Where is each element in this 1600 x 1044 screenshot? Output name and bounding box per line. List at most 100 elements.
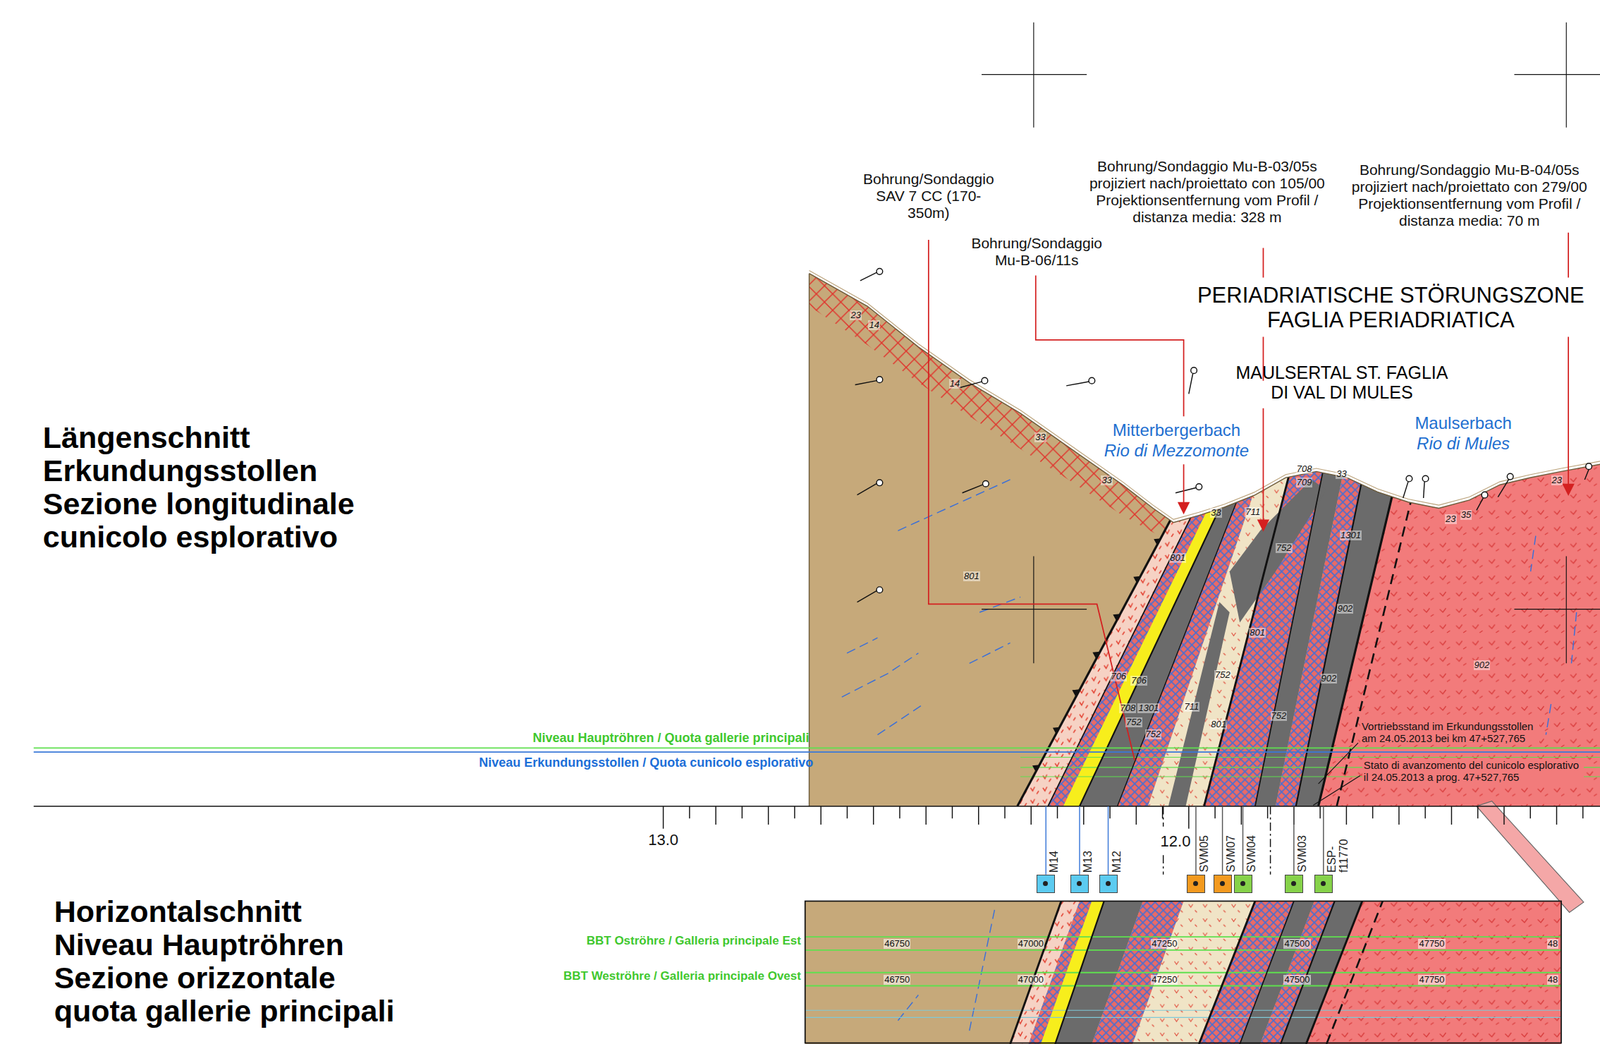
unit-number: 23 [1444,514,1457,524]
longitudinal-section [841,479,1577,735]
longitudinal-section [1229,479,1327,623]
borehole-name: M12 [1110,850,1123,873]
section-heading: Horizontalschnitt Niveau Hauptröhren Sez… [54,894,398,1028]
chainage-number: 46750 [883,974,911,985]
borehole-label: Bohrung/Sondaggio Mu-B-06/11s [966,234,1108,269]
borehole-marker: SVM04 [1234,874,1253,893]
unit-number: 709 [1296,477,1314,488]
borehole-dot [1240,880,1246,886]
dip-symbols [1481,491,1488,498]
borehole-marker: ESP- f11770 [1314,874,1333,893]
dip-symbols [1195,483,1203,491]
horizontal-section [805,936,1562,986]
borehole-arrows [1257,518,1270,531]
horizontal-section [805,900,1562,1044]
horizontal-section [1239,900,1294,1044]
borehole-name: SVM03 [1296,834,1309,872]
dip-symbols [876,376,883,383]
unit-number: 711 [1244,507,1261,517]
unit-number: 23 [849,310,861,321]
dip-symbols [876,267,883,275]
chainage-number: 47500 [1283,974,1311,985]
horizontal-section [897,908,995,1031]
unit-number: 1301 [1339,530,1362,541]
borehole-name: M14 [1047,850,1060,873]
borehole-marker: SVM03 [1284,874,1304,893]
stream-name: Rio di Mezzomonte [1104,440,1249,461]
borehole-leaders [928,239,1135,761]
chainage-axis [33,805,1600,829]
longitudinal-section [1079,428,1258,806]
advance-note: Stato di avanzomento del cunicolo esplor… [1362,758,1584,783]
borehole-dot [1042,880,1048,886]
borehole-leaders [1183,232,1569,521]
chainage-number: 46750 [883,938,911,949]
borehole-label: Bohrung/Sondaggio Mu-B-03/05s projiziert… [1085,157,1329,226]
level-label: Niveau Hauptröhren / Quota gallerie prin… [532,730,809,746]
level-lines [33,750,1600,753]
borehole-stems [1045,805,1108,875]
borehole-marker: SVM05 [1186,874,1206,893]
borehole-dot [1193,880,1199,886]
tube-label: BBT Weströhre / Galleria principale Oves… [563,968,802,983]
advance-leaders [1313,742,1361,805]
unit-number: 902 [1320,673,1338,684]
level-lines [33,747,1600,752]
longitudinal-section [841,479,1577,735]
borehole-name: SVM05 [1198,834,1211,872]
longitudinal-section [1117,428,1266,806]
chainage-number: 47000 [1017,974,1045,985]
section-heading: Längenschnitt Erkundungsstollen Sezione … [43,420,368,554]
horizontal-section [1326,900,1383,1044]
longitudinal-section [1168,602,1230,806]
borehole-name: SVM07 [1224,834,1237,872]
stream-name: Mitterbergerbach [1112,420,1241,441]
unit-number: 33 [1034,432,1046,443]
longitudinal-section [1047,428,1235,806]
unit-number: 33 [1100,475,1113,486]
fault-name: MAULSERTAL ST. FAGLIA DI VAL DI MULES [1234,362,1450,402]
unit-number: 801 [1210,719,1227,730]
longitudinal-section [1204,428,1302,806]
crosshairs [981,22,1600,128]
unit-number: 752 [1275,542,1293,553]
unit-number: 14 [868,320,880,331]
stream-name: Maulserbach [1414,413,1512,433]
unit-number: 35 [1460,509,1472,520]
dip-symbols [1191,367,1198,374]
unit-number: 708 [1119,703,1137,713]
borehole-arrows [1177,502,1190,515]
crosshairs [981,22,1600,128]
borehole-label: Bohrung/Sondaggio Mu-B-04/05s projiziert… [1347,161,1591,230]
fault-zone-title: PERIADRIATISCHE STÖRUNGSZONE FAGLIA PERI… [1188,282,1594,333]
borehole-stems [1195,805,1324,875]
longitudinal-section [1296,428,1373,806]
borehole-arrows [1561,483,1574,496]
horizontal-section [805,936,1562,986]
borehole-dot [1320,880,1326,886]
horizontal-section [1054,900,1104,1044]
dip-symbols [1406,475,1413,482]
borehole-arrows [1177,483,1575,532]
unit-number: 801 [1169,552,1187,563]
horizontal-section [805,1009,1562,1017]
advance-leaders [1313,742,1361,805]
dip-symbols [1506,473,1514,480]
advance-note: Vortriebsstand im Erkundungsstollen am 2… [1360,719,1540,744]
unit-number: 752 [1125,717,1143,728]
borehole-dot [1076,880,1082,886]
dip-symbols [876,586,883,594]
unit-number: 708 [1296,463,1314,474]
chainage-number: 47250 [1150,974,1178,985]
borehole-leaders [1035,275,1184,417]
longitudinal-section [1336,428,1429,806]
horizontal-frame [805,900,1562,1043]
horizontal-section [897,908,995,1031]
longitudinal-section [809,255,1600,806]
borehole-marker: M14 [1036,874,1055,893]
unit-number: 23 [1551,475,1563,486]
dip-symbols [1422,475,1429,482]
unit-number: 752 [1270,710,1288,721]
borehole-marker: SVM07 [1213,874,1232,893]
